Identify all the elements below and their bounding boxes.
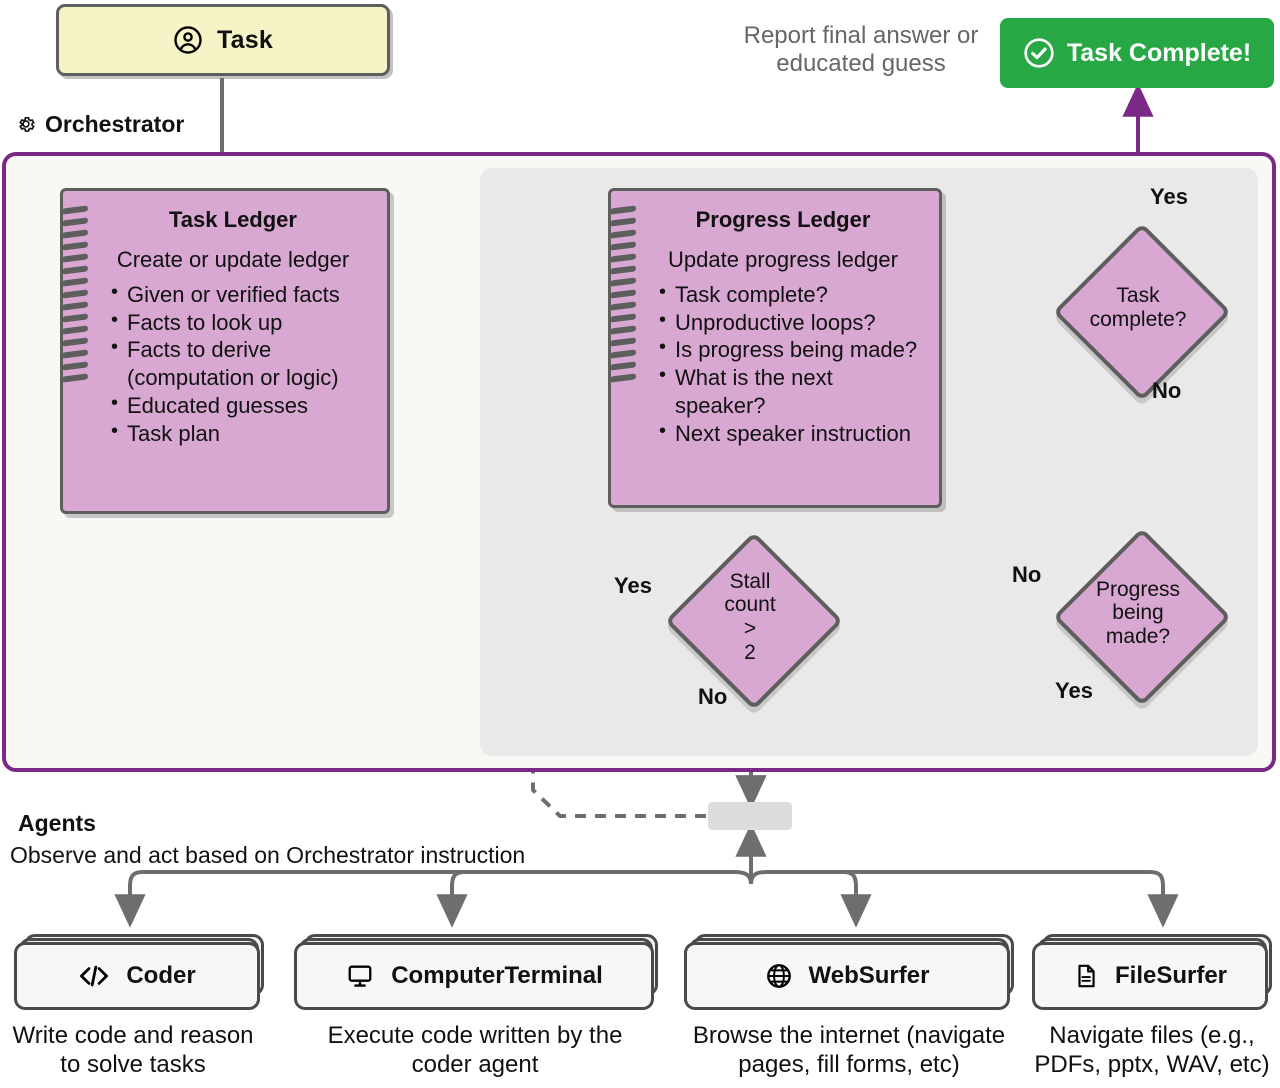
task-complete-badge-label: Task Complete! <box>1066 38 1252 67</box>
agent-name: FileSurfer <box>1114 962 1228 989</box>
list-item: Unproductive loops? <box>659 308 927 337</box>
progress-ledger-title: Progress Ledger <box>695 207 871 232</box>
progress-ledger-card: Progress Ledger Update progress ledger T… <box>608 188 942 508</box>
agent-caption-websurfer: Browse the internet (navigate pages, fil… <box>692 1022 1006 1078</box>
agent-name: Coder <box>126 962 196 989</box>
edge-label-progress-no: No <box>1012 562 1042 587</box>
agent-card-websurfer[interactable]: WebSurfer <box>684 942 1010 1010</box>
monitor-icon <box>345 962 375 990</box>
task-ledger-subtitle: Create or update ledger <box>116 247 350 272</box>
decision-line-2: being <box>1112 601 1164 625</box>
agent-card-coder[interactable]: Coder <box>14 942 260 1010</box>
edge-label-stall-yes: Yes <box>614 573 652 598</box>
list-item: Next speaker instruction <box>659 419 927 448</box>
list-item: Task complete? <box>659 280 927 309</box>
code-icon <box>78 962 110 990</box>
edge-label-stall-no: No <box>698 684 728 709</box>
decision-line-2: complete? <box>1089 308 1187 331</box>
list-item: What is the next speaker? <box>659 363 927 419</box>
edge-label-task-complete-yes: Yes <box>1150 184 1188 209</box>
decision-line-1: Task <box>1116 284 1160 308</box>
orchestrator-label-text: Orchestrator <box>45 110 185 137</box>
agents-section-title: Agents <box>18 810 96 836</box>
list-item: Facts to derive (computation or logic) <box>111 335 375 391</box>
list-item: Is progress being made? <box>659 335 927 364</box>
agent-card-computerterminal[interactable]: ComputerTerminal <box>294 942 654 1010</box>
agent-name: WebSurfer <box>808 962 930 989</box>
task-complete-badge: Task Complete! <box>1000 18 1274 88</box>
agents-section-subtitle: Observe and act based on Orchestrator in… <box>10 842 526 868</box>
decision-line-3: 2 <box>744 640 756 664</box>
list-item: Task plan <box>111 419 375 448</box>
document-icon <box>1073 962 1099 990</box>
list-item: Facts to look up <box>111 308 375 337</box>
task-ledger-title: Task Ledger <box>169 207 297 232</box>
agent-card-filesurfer[interactable]: FileSurfer <box>1032 942 1268 1010</box>
progress-ledger-list: Task complete? Unproductive loops? Is pr… <box>639 280 927 448</box>
task-ledger-list: Given or verified facts Facts to look up… <box>91 280 375 448</box>
list-item: Given or verified facts <box>111 280 375 309</box>
decision-line-3: made? <box>1105 624 1171 648</box>
globe-icon <box>765 962 793 990</box>
decision-line-2: count > <box>724 593 776 640</box>
agent-caption-filesurfer: Navigate files (e.g., PDFs, pptx, WAV, e… <box>1034 1022 1270 1078</box>
agent-name: ComputerTerminal <box>391 962 603 989</box>
edge-label-progress-yes: Yes <box>1055 678 1093 703</box>
decision-label: Stall count > 2 <box>724 570 775 664</box>
list-item: Educated guesses <box>111 391 375 420</box>
decision-line-1: Stall <box>729 569 771 593</box>
spiral-binding-icon <box>62 201 88 501</box>
report-final-answer-note: Report final answer or educated guess <box>743 22 979 77</box>
task-box-label: Task <box>217 25 273 54</box>
decision-label: Task complete? <box>1090 284 1187 331</box>
user-circle-icon <box>173 25 203 55</box>
decision-line-1: Progress <box>1095 577 1181 601</box>
agent-caption-coder: Write code and reason to solve tasks <box>12 1022 254 1078</box>
agent-instruction-connector <box>708 802 792 830</box>
progress-ledger-subtitle: Update progress ledger <box>668 247 898 272</box>
check-circle-icon <box>1023 37 1055 69</box>
spiral-binding-icon <box>610 201 636 495</box>
orchestrator-label: Orchestrator <box>14 108 334 140</box>
task-ledger-card: Task Ledger Create or update ledger Give… <box>60 188 390 514</box>
gear-icon <box>14 112 38 136</box>
agent-caption-computerterminal: Execute code written by the coder agent <box>327 1022 623 1078</box>
task-box: Task <box>56 4 390 76</box>
edge-label-task-complete-no: No <box>1152 378 1182 403</box>
decision-label: Progress being made? <box>1096 578 1180 649</box>
